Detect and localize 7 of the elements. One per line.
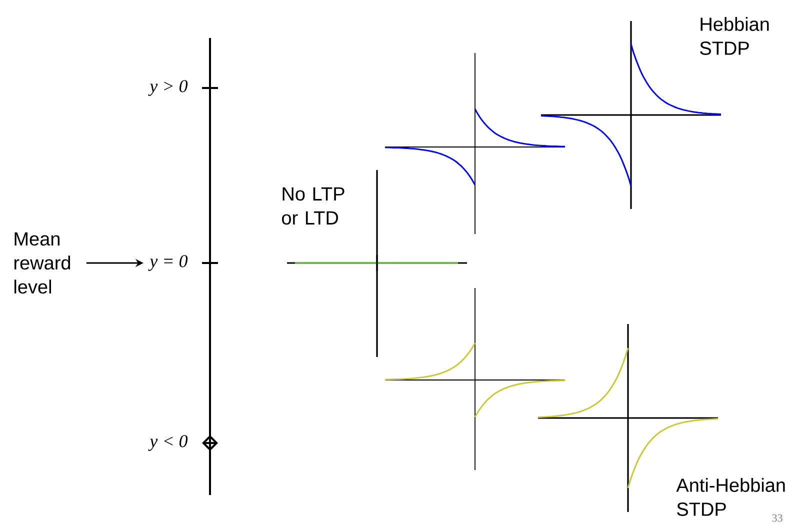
plot-caption: No LTP or LTD <box>282 187 344 225</box>
plot-caption: Hebbian STDP <box>700 17 769 55</box>
axis-label: y < 0 <box>148 435 188 451</box>
axis-label: y = 0 <box>148 255 188 271</box>
page-number: 33 <box>772 514 782 522</box>
axis-label: y > 0 <box>148 80 188 96</box>
text-label: Mean reward level <box>14 232 70 294</box>
